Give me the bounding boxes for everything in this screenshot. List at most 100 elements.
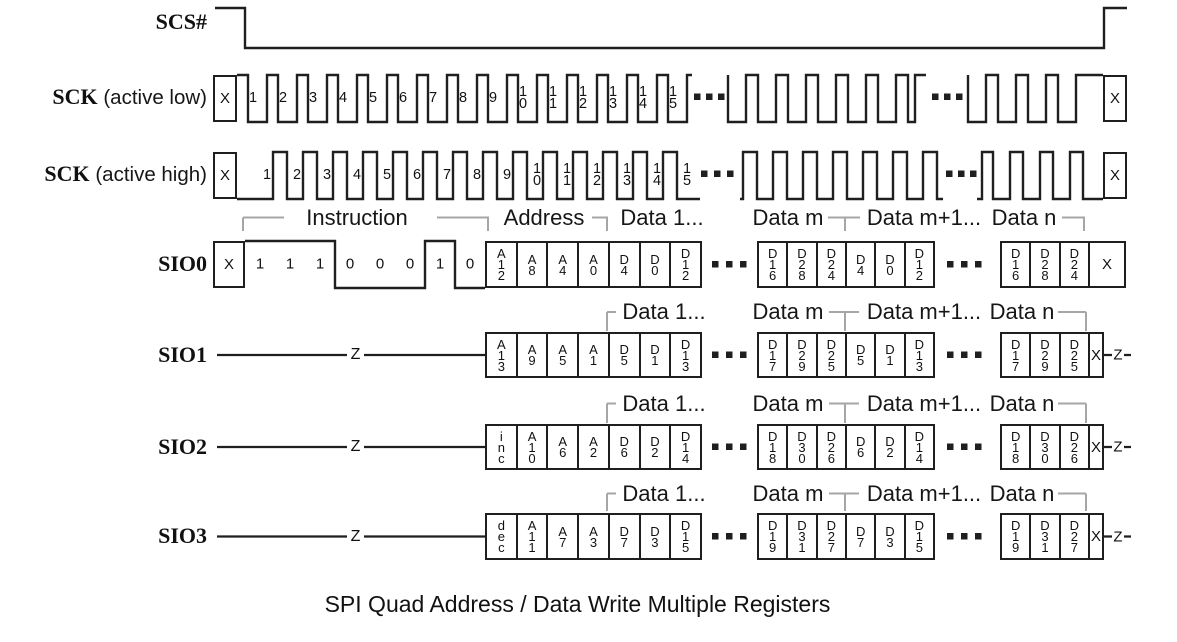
section-label-address: Address	[503, 205, 585, 230]
sck-high-ellipsis-dots	[714, 170, 721, 177]
signal-label-sio1: SIO1	[0, 342, 207, 368]
sio3-cell-D7-label: D7	[855, 523, 866, 550]
sio0-instruction-bit-2: 1	[315, 255, 325, 273]
sio3-cell-D19: D19	[1000, 513, 1032, 560]
sck-high-normal: (active high)	[89, 163, 207, 186]
sio3-cell-D15-label: D15	[914, 518, 924, 555]
sio0-cell-D24-label: D24	[1069, 246, 1079, 283]
sio2-ellipsis-dots	[961, 443, 968, 450]
sio3-cell-D3: D3	[638, 513, 672, 560]
sio2-end-x-cell-label: X	[1091, 438, 1102, 456]
signal-label-sck-low: SCK (active low)	[0, 84, 207, 110]
sio0-end-x-cell: X	[1088, 241, 1126, 288]
sio1-cell-D17: D17	[757, 332, 789, 378]
section-label-data-m-row3: Data m	[752, 481, 824, 506]
sio0-cell-A4-label: A4	[558, 251, 568, 278]
sio0-cell-D0: D0	[638, 241, 672, 288]
sio1-cell-D13-label: D13	[680, 336, 691, 374]
sio1-cell-D5: D5	[607, 332, 641, 378]
sck-low-clock-number-12: 12	[573, 84, 593, 111]
sck-high-clock-number-text: 11	[562, 160, 572, 189]
sio0-cell-D4: D4	[607, 241, 641, 288]
sio2-cell-D6: D6	[607, 424, 641, 470]
sck-low-clock-number-14: 14	[633, 84, 653, 111]
sck-low-ellipsis-dots	[694, 93, 701, 100]
sio3-ellipsis-dots	[947, 533, 954, 540]
sck-high-clock-number-text: 15	[682, 160, 692, 189]
sck-low-clock-number-text: 2	[278, 89, 288, 106]
signal-label-sio2: SIO2	[0, 434, 207, 460]
sio2-cell-D2: D2	[874, 424, 906, 470]
sio0-cell-D24-label: D24	[826, 246, 836, 283]
sio0-cell-D0-label: D0	[650, 251, 660, 278]
sio3-ellipsis-dots	[961, 533, 968, 540]
sio2-cell-D6-label: D6	[855, 434, 866, 460]
sck-high-clock-number-text: 7	[442, 166, 452, 183]
sio2-cell-D18-label: D18	[767, 428, 778, 466]
sio2-cell-D14: D14	[669, 424, 702, 470]
sio1-cell-D29-label: D29	[1040, 336, 1050, 374]
sck-high-clock-number-5: 5	[377, 161, 397, 188]
sio2-z-label: Z	[350, 438, 361, 455]
sio0-cell-D16-label: D16	[1010, 246, 1021, 283]
sck-low-clock-number-15: 15	[663, 84, 683, 111]
sio0-cell-A8: A8	[515, 241, 549, 288]
sck-high-waveform-seg3	[977, 150, 1103, 201]
sio3-ellipsis-dots	[740, 533, 747, 540]
sio0-instruction-bit-1: 1	[285, 255, 295, 273]
sio0-cell-D16-label: D16	[767, 246, 778, 283]
sck-low-clock-number-text: 10	[518, 83, 528, 112]
section-label-data1-row0: Data 1...	[620, 205, 704, 230]
sck-low-end-x-cell-label: X	[1110, 90, 1121, 107]
sio2-cell-A6: A6	[546, 424, 580, 470]
sio0-ellipsis-dots	[712, 261, 719, 268]
signal-label-sio3: SIO3	[0, 523, 207, 549]
sio3-end-x-cell: X	[1088, 513, 1104, 560]
sio2-cell-D18: D18	[757, 424, 789, 470]
sck-high-clock-number-text: 4	[352, 166, 362, 183]
sck-high-clock-number-3: 3	[317, 161, 337, 188]
sio0-cell-D4-label: D4	[855, 251, 866, 278]
sck-high-clock-number-text: 1	[262, 166, 272, 183]
sio0-instruction-bit-4: 0	[375, 255, 385, 273]
sck-low-clock-number-2: 2	[273, 84, 293, 111]
section-label-data-m1-row3: Data m+1...	[866, 481, 982, 506]
sio3-cell-D31: D31	[786, 513, 818, 560]
sio1-end-x-cell: X	[1088, 332, 1104, 378]
scs-label-text: SCS#	[155, 9, 207, 34]
sio1-cell-A13-label: A13	[497, 336, 506, 374]
sck-high-clock-number-text: 2	[292, 166, 302, 183]
sio2-cell-D30: D30	[1029, 424, 1061, 470]
sio3-cell-D19-label: D19	[767, 518, 778, 555]
sck-low-clock-number-text: 14	[638, 83, 648, 112]
sio2-cell-inc: inc	[485, 424, 518, 470]
sio3-cell-D3-label: D3	[650, 523, 660, 550]
section-label-instruction: Instruction	[306, 205, 408, 230]
sck-low-clock-number-text: 15	[668, 83, 678, 112]
sio2-ellipsis-dots	[726, 443, 733, 450]
sck-high-clock-number-text: 9	[502, 166, 512, 183]
sck-high-strong: SCK	[44, 161, 90, 186]
sio0-cell-D12-label: D12	[680, 246, 691, 283]
section-label-data-n-row1: Data n	[989, 299, 1055, 324]
sio1-cell-D29: D29	[1029, 332, 1061, 378]
sio2-cell-D26: D26	[1058, 424, 1090, 470]
sio2-cell-D14: D14	[903, 424, 935, 470]
sck-low-clock-number-text: 4	[338, 89, 348, 106]
sio0-ellipsis-dots	[726, 261, 733, 268]
sio1-cell-A1: A1	[577, 332, 610, 378]
sio0-instruction-bit-0: 1	[255, 255, 265, 273]
sio2-cell-D26-label: D26	[826, 428, 836, 466]
sio0-ellipsis-dots	[740, 261, 747, 268]
sio3-ellipsis-dots	[712, 533, 719, 540]
sio3-cell-D15: D15	[903, 513, 935, 560]
sio3-cell-D7-label: D7	[619, 523, 629, 550]
sck-high-ellipsis-dots	[958, 170, 965, 177]
sio0-cell-D16: D16	[757, 241, 789, 288]
sio1-ellipsis-dots	[740, 351, 747, 358]
sio0-start-x-cell-label: X	[224, 256, 235, 273]
sck-high-clock-number-text: 10	[532, 160, 542, 189]
sio0-instruction-bit-3: 0	[345, 255, 355, 273]
sio2-ellipsis-dots	[740, 443, 747, 450]
